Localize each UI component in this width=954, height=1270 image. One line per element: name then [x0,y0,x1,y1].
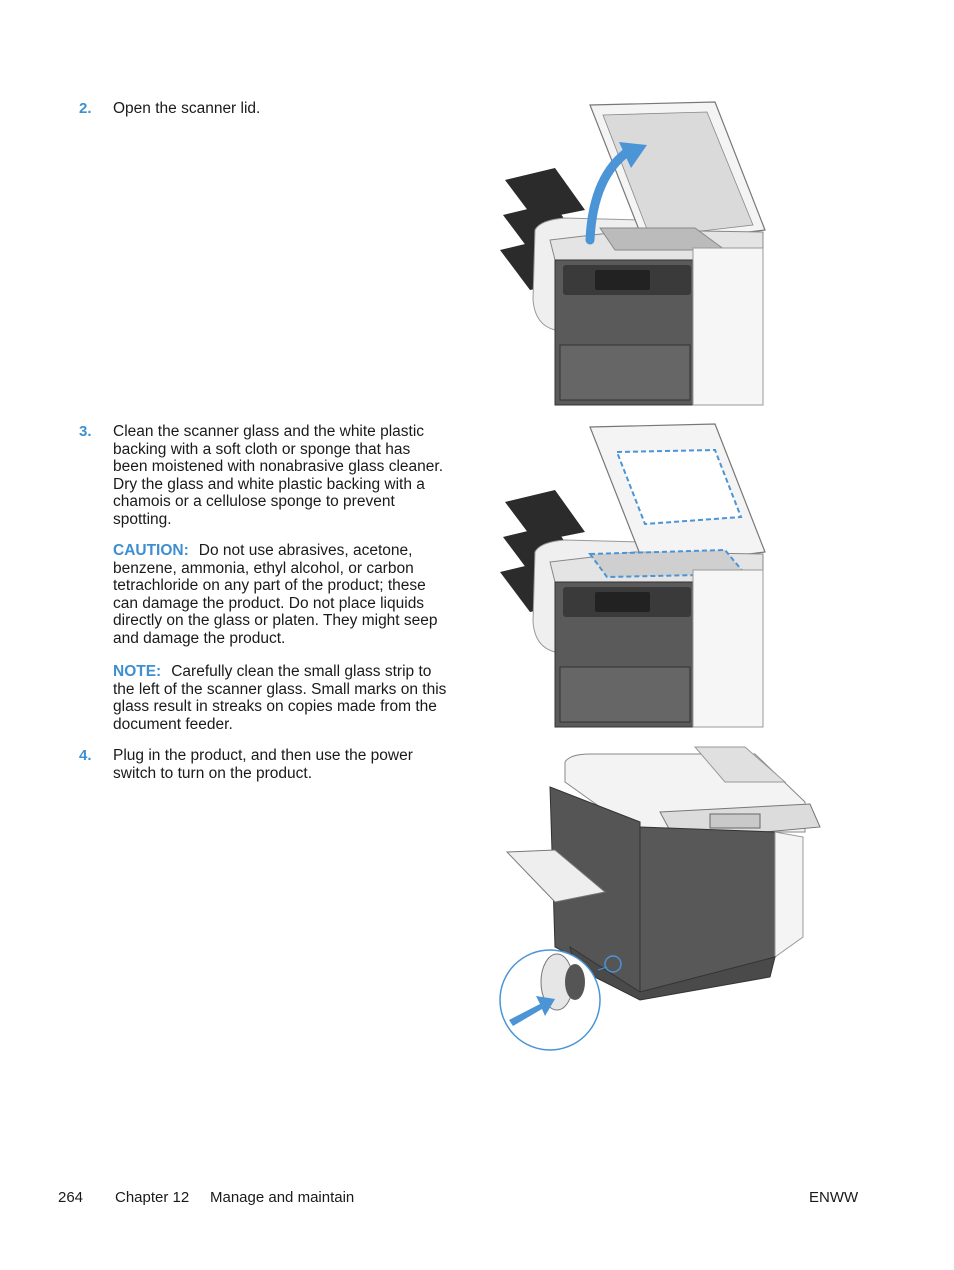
footer-page-number: 264 [58,1189,84,1206]
footer-chapter-title: Manage and maintain [210,1189,355,1206]
step-4-number: 4. [79,747,92,764]
step-3-text: Clean the scanner glass and the white pl… [113,423,444,528]
note-block: NOTE:Carefully clean the small glass str… [113,663,448,733]
step-4-text: Plug in the product, and then use the po… [113,747,413,782]
footer-enww: ENWW [809,1189,859,1206]
caution-text: Do not use abrasives, acetone, benzene, … [113,542,438,647]
figure-power-switch [499,746,821,1051]
step-2-number: 2. [79,100,92,117]
step-3-number: 3. [79,423,92,440]
step-2-text: Open the scanner lid. [113,100,261,117]
figure-open-scanner-lid [500,101,766,406]
note-text: Carefully clean the small glass strip to… [113,663,447,733]
caution-block: CAUTION:Do not use abrasives, acetone, b… [113,542,448,648]
caution-label: CAUTION: [113,542,189,559]
figure-clean-glass [500,423,766,728]
note-label: NOTE: [113,663,162,680]
footer-chapter: Chapter 12 [115,1189,190,1206]
